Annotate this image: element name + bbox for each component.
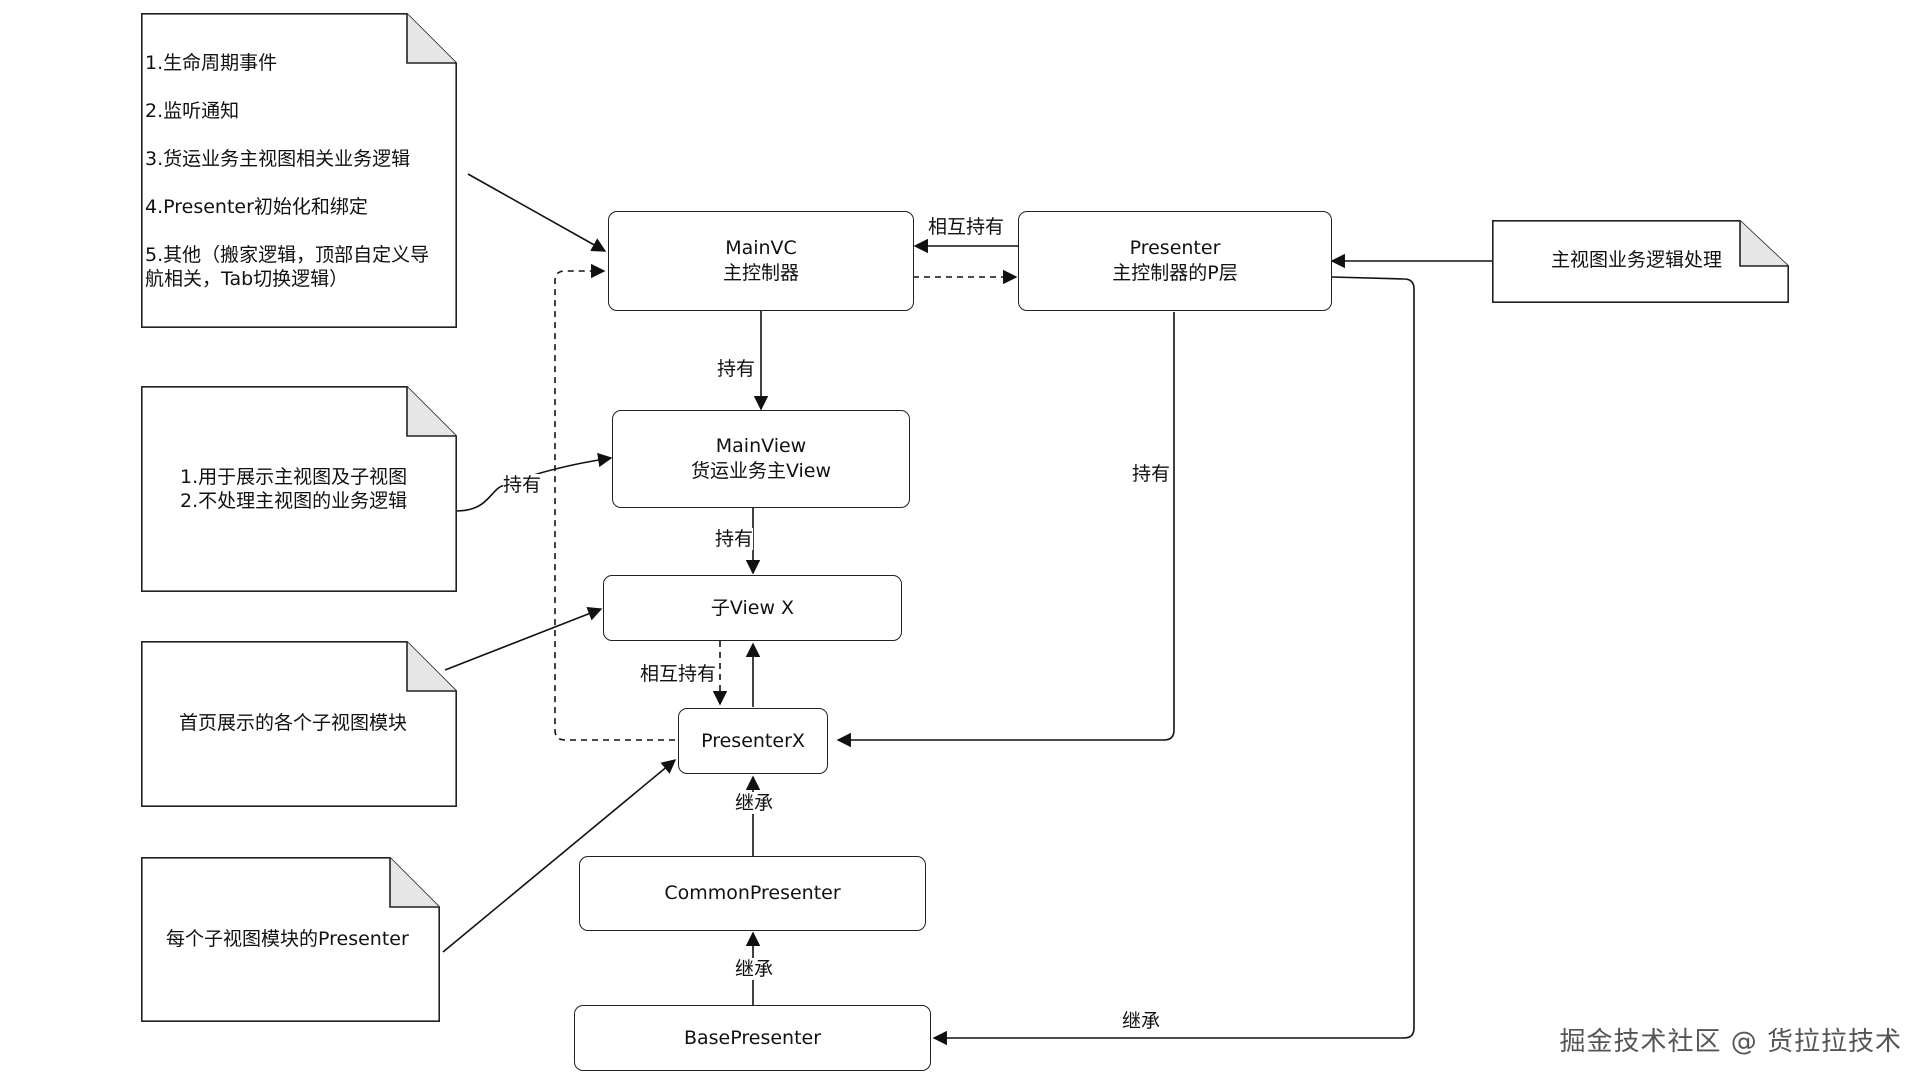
mainview-note-line: 1.用于展示主视图及子视图 [180,466,408,488]
presenterx-node: PresenterX [678,708,828,774]
mainvc-note-line: 航相关，Tab切换逻辑） [145,268,349,290]
mainview-node: MainView 货运业务主View [612,410,910,508]
edge-note-subview [444,607,603,671]
mainvc-node: MainVC 主控制器 [608,211,914,311]
basepresenter-title: BasePresenter [683,1026,822,1049]
subview-note-line: 首页展示的各个子视图模块 [179,712,408,734]
subview-title: 子View X [710,596,795,619]
mainview-title: MainView [715,435,807,457]
edge-presenter-base [932,276,1415,1046]
mainview-note: 1.用于展示主视图及子视图 2.不处理主视图的业务逻辑 [141,386,457,592]
note-shape [141,386,457,592]
presenter-title: Presenter [1129,237,1221,259]
note-shape [1492,220,1789,303]
mainvc-note-line: 4.Presenter初始化和绑定 [145,196,368,218]
note-shape [141,857,440,1022]
label-mutual-sub: 相互持有 [640,663,717,685]
label-hold-presenterx: 持有 [1132,463,1171,485]
label-hold-note: 持有 [503,474,542,496]
mainview-note-line: 2.不处理主视图的业务逻辑 [180,490,408,512]
presenterx-note: 每个子视图模块的Presenter [141,857,440,1022]
mainvc-note-line: 3.货运业务主视图相关业务逻辑 [145,148,411,170]
mainview-subtitle: 货运业务主View [690,460,832,482]
edge-note-mainvc [467,173,607,252]
mainvc-note-line: 2.监听通知 [145,100,240,122]
label-inherit-common: 继承 [735,792,774,814]
mainvc-note: 1.生命周期事件 2.监听通知 3.货运业务主视图相关业务逻辑 4.Presen… [141,13,457,328]
label-mutual-top: 相互持有 [928,216,1005,238]
mainvc-title: MainVC [725,237,797,259]
commonpresenter-node: CommonPresenter [579,856,926,931]
mainvc-note-line: 5.其他（搬家逻辑，顶部自定义导 [145,244,430,266]
presenterx-title: PresenterX [701,729,805,752]
presenterx-note-line: 每个子视图模块的Presenter [166,928,409,950]
note-shape [141,641,457,807]
subview-node: 子View X [603,575,902,641]
subview-note: 首页展示的各个子视图模块 [141,641,457,807]
note-shape [141,13,457,328]
label-inherit-base: 继承 [735,958,774,980]
mainvc-subtitle: 主控制器 [722,262,799,284]
edge-presenter-presenterx [836,312,1175,748]
basepresenter-node: BasePresenter [574,1005,931,1071]
commonpresenter-title: CommonPresenter [664,882,841,904]
presenter-note-line: 主视图业务逻辑处理 [1551,249,1723,271]
presenter-note: 主视图业务逻辑处理 [1492,220,1789,303]
edge-note-presenterx [442,759,677,953]
label-hold-mainview: 持有 [717,358,756,380]
presenter-node: Presenter 主控制器的P层 [1018,211,1332,311]
mainvc-note-line: 1.生命周期事件 [145,52,278,74]
edge-presenterx-mainvc-dashed [554,263,675,741]
watermark: 掘金技术社区 @ 货拉拉技术 [1559,1027,1902,1057]
presenter-subtitle: 主控制器的P层 [1112,262,1238,284]
label-inherit-right: 继承 [1122,1010,1161,1032]
label-hold-subview: 持有 [715,528,754,550]
